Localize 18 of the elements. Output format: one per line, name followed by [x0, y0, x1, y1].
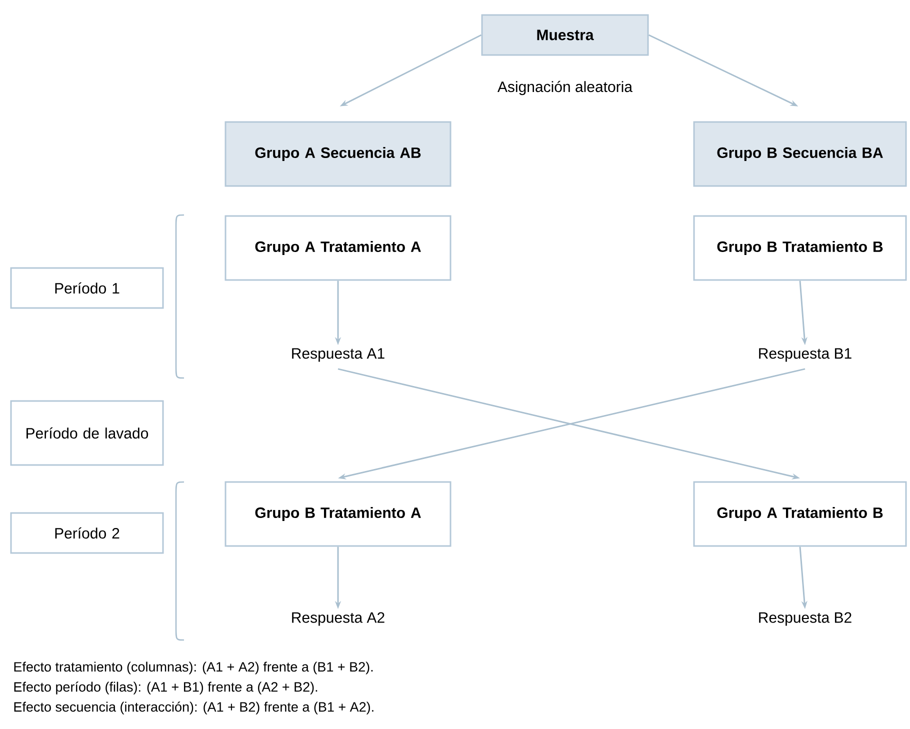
period-box: Período 2 [10, 512, 164, 554]
group-box: Muestra [481, 14, 649, 56]
treatment-box: Grupo A Tratamiento A [224, 215, 452, 281]
footnote-text: Efecto secuencia (interacción): (A1 + B2) frente a (B1 + A2). [14, 702, 374, 714]
treatment-box: Grupo B Tratamiento A [224, 481, 452, 547]
group-box: Grupo A Secuencia AB [224, 121, 452, 187]
footnote-text: Efecto tratamiento (columnas): (A1 + A2) frente a (B1 + B2). [14, 662, 373, 674]
treatment-box: Grupo B Tratamiento B [693, 215, 907, 281]
response-text: Respuesta B1 [759, 348, 852, 362]
response-text: Respuesta A1 [292, 348, 384, 362]
note-text: Asignación aleatoria [498, 80, 632, 96]
footnote-text: Efecto período (filas): (A1 + B1) frente a (A2 + B2). [14, 682, 318, 694]
response-text: Respuesta B2 [759, 612, 852, 626]
response-text: Respuesta A2 [292, 612, 384, 626]
period-box: Período 1 [10, 267, 164, 309]
treatment-box: Grupo A Tratamiento B [693, 481, 907, 547]
group-box: Grupo B Secuencia BA [693, 121, 907, 187]
period-box: Período de lavado [10, 400, 164, 466]
